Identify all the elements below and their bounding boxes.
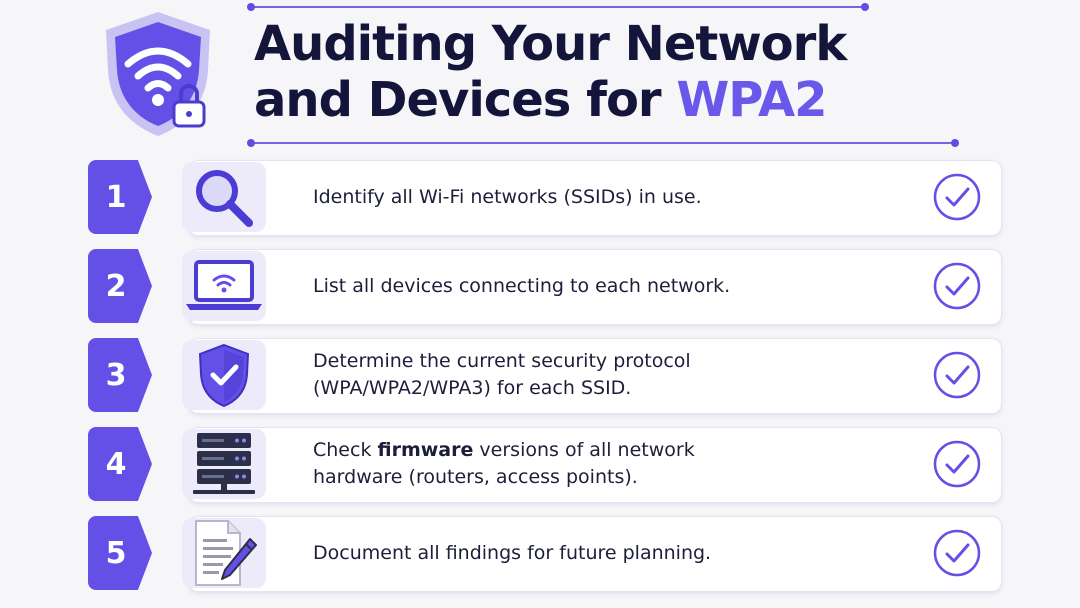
laptop-wifi-icon [186,260,262,310]
step-text: Identify all Wi-Fi networks (SSIDs) in u… [313,160,903,234]
step-card [188,160,1002,236]
icon-tile [182,518,266,588]
title-line-1: Auditing Your Network [254,16,847,72]
check-circle-icon[interactable] [932,261,982,311]
icon-tile [182,251,266,321]
step-row-4: 4 Check firmware versions of all networ [88,427,1002,503]
step-row-3: 3 Determine the current security protoco… [88,338,1002,414]
step-text: Check firmware versions of all network h… [313,427,903,501]
step-text-line-2: hardware (routers, access points). [313,466,638,488]
step-row-5: 5 Document all findings for future plann… [88,516,1002,592]
page-title: Auditing Your Network and Devices for WP… [254,16,847,128]
step-number-badge: 1 [88,160,152,234]
step-text-line-1: Determine the current security protocol [313,350,691,372]
magnifying-glass-icon [196,170,253,227]
step-text-line: List all devices connecting to each netw… [313,274,731,297]
step-text: Determine the current security protocol … [313,338,903,412]
step-text-prefix: Check [313,439,378,461]
step-text-line-2: (WPA/WPA2/WPA3) for each SSID. [313,377,632,399]
document-pen-icon [195,520,257,586]
shield-check-icon [198,343,250,408]
step-text-bold: firmware [377,439,474,461]
step-text-line: Identify all Wi-Fi networks (SSIDs) in u… [313,185,702,208]
step-text-suffix: versions of all network [473,439,695,461]
step-text: List all devices connecting to each netw… [313,249,903,323]
wifi-shield-lock-icon [106,12,210,136]
server-rack-icon [193,433,255,494]
step-number-badge: 5 [88,516,152,590]
step-card [188,338,1002,414]
check-circle-icon[interactable] [932,439,982,489]
step-card [188,249,1002,325]
step-row-2: 2 List all devices connecting to each ne… [88,249,1002,325]
title-accent: WPA2 [676,72,827,128]
step-text-line: Document all findings for future plannin… [313,541,712,564]
step-text: Document all findings for future plannin… [313,516,903,590]
check-circle-icon[interactable] [932,528,982,578]
title-rule-top [247,3,869,11]
step-number-badge: 4 [88,427,152,501]
icon-tile [182,162,266,232]
title-line-2: and Devices for [254,72,677,128]
step-number-badge: 2 [88,249,152,323]
step-card [188,427,1002,503]
check-circle-icon[interactable] [932,172,982,222]
step-text-line-1: Check firmware versions of all network [313,437,903,464]
title-rule-bottom [247,139,959,147]
icon-tile [182,429,266,499]
step-row-1: 1 Identify all Wi-Fi networks (SSIDs) in… [88,160,1002,236]
icon-tile [182,340,266,410]
step-number-badge: 3 [88,338,152,412]
header: Auditing Your Network and Devices for WP… [0,0,1080,155]
step-card [188,516,1002,592]
check-circle-icon[interactable] [932,350,982,400]
